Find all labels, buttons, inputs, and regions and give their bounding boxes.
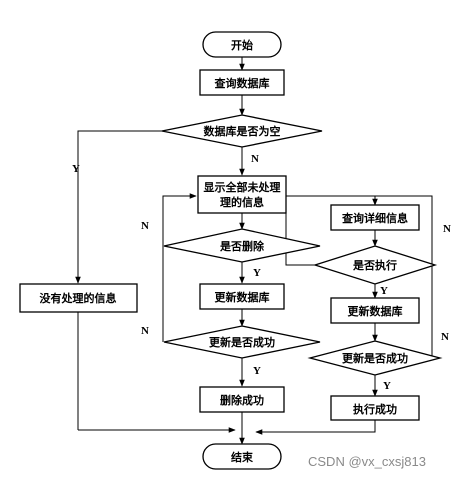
flag-y-execute: Y [380,285,388,297]
decision-execute: 是否执行 [312,245,438,285]
connectors [75,57,433,445]
flag-y-update-right: Y [383,380,391,392]
flags: Y N N Y N Y N Y N Y [72,153,451,392]
node-execute-ok: 执行成功 [330,395,420,421]
node-no-info-label: 没有处理的信息 [40,291,117,305]
edge-loop-right [375,195,433,359]
flag-n-empty: N [251,153,259,165]
edge-executed-end [255,420,376,435]
node-update-db-left-label: 更新数据库 [215,290,270,304]
decision-update-ok-right-label: 更新是否成功 [342,351,408,365]
flag-n-update-right: N [441,331,449,343]
flag-y-empty: Y [72,163,80,175]
watermark: CSDN @vx_cxsj813 [308,454,426,469]
decision-execute-label: 是否执行 [352,258,397,272]
flag-n-update-left: N [141,325,149,337]
node-end-label: 结束 [230,450,254,464]
decision-delete: 是否删除 [163,228,321,263]
flag-y-delete: Y [253,267,261,279]
node-delete-ok: 删除成功 [199,386,285,413]
edge-execute-no [285,196,315,266]
node-query-detail-label: 查询详细信息 [342,211,408,225]
node-update-db-right: 更新数据库 [330,297,420,324]
node-show-unprocessed: 显示全部未处理 理的信息 [197,175,287,214]
node-update-db-left: 更新数据库 [199,283,285,310]
node-show-unprocessed-line2: 理的信息 [220,195,264,209]
node-show-unprocessed-line1: 显示全部未处理 [204,180,281,194]
decision-db-empty: 数据库是否为空 [161,114,323,148]
node-update-db-right-label: 更新数据库 [348,304,403,318]
node-execute-ok-label: 执行成功 [353,402,397,416]
flag-y-update-left: Y [253,365,261,377]
edge-empty-noinfo [75,130,162,284]
node-end: 结束 [202,443,282,470]
decision-delete-label: 是否删除 [219,239,265,253]
node-query-db: 查询数据库 [199,69,285,96]
flag-n-execute-right: N [443,223,451,235]
edge-show-detail [286,195,378,206]
node-query-db-label: 查询数据库 [215,76,270,90]
node-start-label: 开始 [231,38,253,52]
decision-db-empty-label: 数据库是否为空 [204,124,281,138]
decision-update-ok-left: 更新是否成功 [163,325,321,359]
edge-loop-left [162,193,197,342]
node-no-info: 没有处理的信息 [19,283,138,313]
flag-n-loop-left: N [141,220,149,232]
node-start: 开始 [202,31,282,58]
node-delete-ok-label: 删除成功 [220,393,264,407]
decision-update-ok-right: 更新是否成功 [307,340,443,376]
decision-update-ok-left-label: 更新是否成功 [209,335,275,349]
node-query-detail: 查询详细信息 [330,204,420,231]
